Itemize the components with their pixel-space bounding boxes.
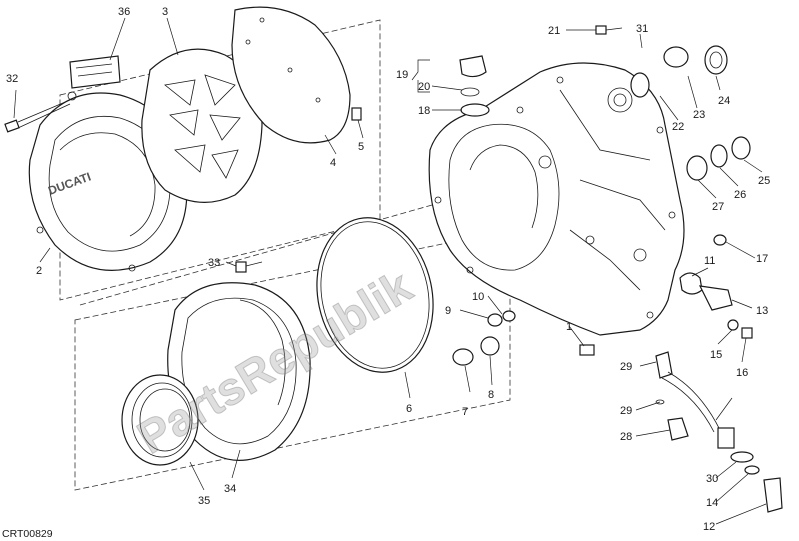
o-ring-6 xyxy=(316,217,434,373)
callout-25: 25 xyxy=(758,175,770,187)
screw-5 xyxy=(351,107,362,121)
cover-gasket xyxy=(231,6,351,144)
bolt-34 xyxy=(235,261,263,273)
callout-14: 14 xyxy=(706,497,718,509)
callout-2: 2 xyxy=(36,265,42,277)
callout-5: 5 xyxy=(358,141,364,153)
callout-30: 30 xyxy=(706,473,718,485)
callout-7: 7 xyxy=(462,406,468,418)
leader-lines xyxy=(13,17,767,525)
callout-20: 20 xyxy=(418,81,430,93)
callout-29: 29 xyxy=(620,361,632,373)
callout-13: 13 xyxy=(756,305,768,317)
engine-side-cover xyxy=(428,62,685,336)
callout-18: 18 xyxy=(418,105,430,117)
callout-26: 26 xyxy=(734,189,746,201)
callout-29: 29 xyxy=(620,405,632,417)
shaft-seal-parts xyxy=(630,45,751,181)
callout-24: 24 xyxy=(718,95,730,107)
callout-6: 6 xyxy=(406,403,412,415)
screw-33 xyxy=(4,99,71,133)
pressure-plate xyxy=(141,48,263,204)
decal-label xyxy=(69,55,121,89)
callout-21: 21 xyxy=(548,25,560,37)
callout-23: 23 xyxy=(693,109,705,121)
callout-17: 17 xyxy=(756,253,768,265)
callout-34: 34 xyxy=(224,483,236,495)
callout-4: 4 xyxy=(330,157,336,169)
callout-11: 11 xyxy=(704,255,715,267)
callout-3: 3 xyxy=(162,6,168,18)
callout-36: 36 xyxy=(118,6,130,18)
callout-10: 10 xyxy=(472,291,484,303)
drawing-code: CRT00829 xyxy=(2,528,53,540)
seal-ring-36 xyxy=(121,374,199,466)
callout-8: 8 xyxy=(488,389,494,401)
callout-31: 31 xyxy=(636,23,648,35)
callout-9: 9 xyxy=(445,305,451,317)
sensor-hose-parts xyxy=(655,351,783,513)
callout-27: 27 xyxy=(712,201,724,213)
callout-28: 28 xyxy=(620,431,632,443)
callout-1: 1 xyxy=(566,321,572,333)
callout-19: 19 xyxy=(396,69,408,81)
small-hardware xyxy=(452,234,753,366)
callout-22: 22 xyxy=(672,121,684,133)
callout-15: 15 xyxy=(710,349,722,361)
callout-33: 33 xyxy=(208,257,220,269)
callout-32: 32 xyxy=(6,73,18,85)
callout-35: 35 xyxy=(198,495,210,507)
callout-16: 16 xyxy=(736,367,748,379)
callout-12: 12 xyxy=(703,521,715,533)
